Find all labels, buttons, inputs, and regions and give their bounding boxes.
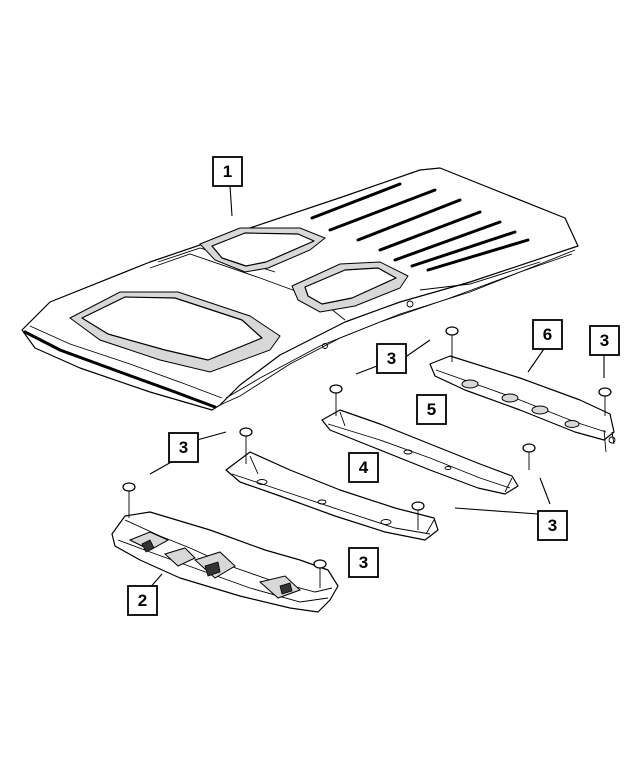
fastener-pin xyxy=(445,326,459,362)
callout-4: 4 xyxy=(348,452,379,483)
fasteners xyxy=(122,326,612,588)
callout-6-label: 6 xyxy=(543,325,552,344)
rear-roof-bow xyxy=(429,355,616,453)
fastener-pin xyxy=(313,559,327,588)
callout-3-rear: 3 xyxy=(589,325,620,356)
center-roof-bow xyxy=(321,409,519,495)
leader-1 xyxy=(229,185,233,217)
front-header-panel xyxy=(111,511,339,613)
fastener-pin xyxy=(522,443,536,470)
callout-5: 5 xyxy=(416,394,447,425)
leader-3d-b xyxy=(539,477,551,505)
fastener-pin xyxy=(239,427,253,464)
fastener-pin xyxy=(329,384,343,416)
callout-3-lower: 3 xyxy=(348,547,379,578)
callout-4-label: 4 xyxy=(359,458,369,477)
leader-6 xyxy=(527,345,547,373)
fastener-pin xyxy=(122,482,136,518)
callout-6: 6 xyxy=(532,319,563,350)
callout-2: 2 xyxy=(127,585,158,616)
callout-1-label: 1 xyxy=(223,162,232,181)
callout-3-label: 3 xyxy=(387,349,396,368)
callout-3-label: 3 xyxy=(600,331,609,350)
callout-5-label: 5 xyxy=(427,400,436,419)
callout-3-label: 3 xyxy=(179,438,188,457)
leader-3c xyxy=(196,431,227,441)
leader-3a-b xyxy=(355,365,378,375)
fastener-pin xyxy=(598,387,612,416)
callout-2-label: 2 xyxy=(138,591,147,610)
leader-3a xyxy=(403,339,431,359)
callout-3-front-left: 3 xyxy=(168,432,199,463)
leader-3d xyxy=(454,507,539,515)
fastener-pin xyxy=(411,501,425,530)
roof-panel xyxy=(21,167,579,411)
callout-3-roof-center: 3 xyxy=(376,343,407,374)
callout-3-label: 3 xyxy=(359,553,368,572)
front-roof-bow xyxy=(225,451,439,541)
callout-1: 1 xyxy=(212,156,243,187)
callout-3-right: 3 xyxy=(537,510,568,541)
callout-3-label: 3 xyxy=(548,516,557,535)
